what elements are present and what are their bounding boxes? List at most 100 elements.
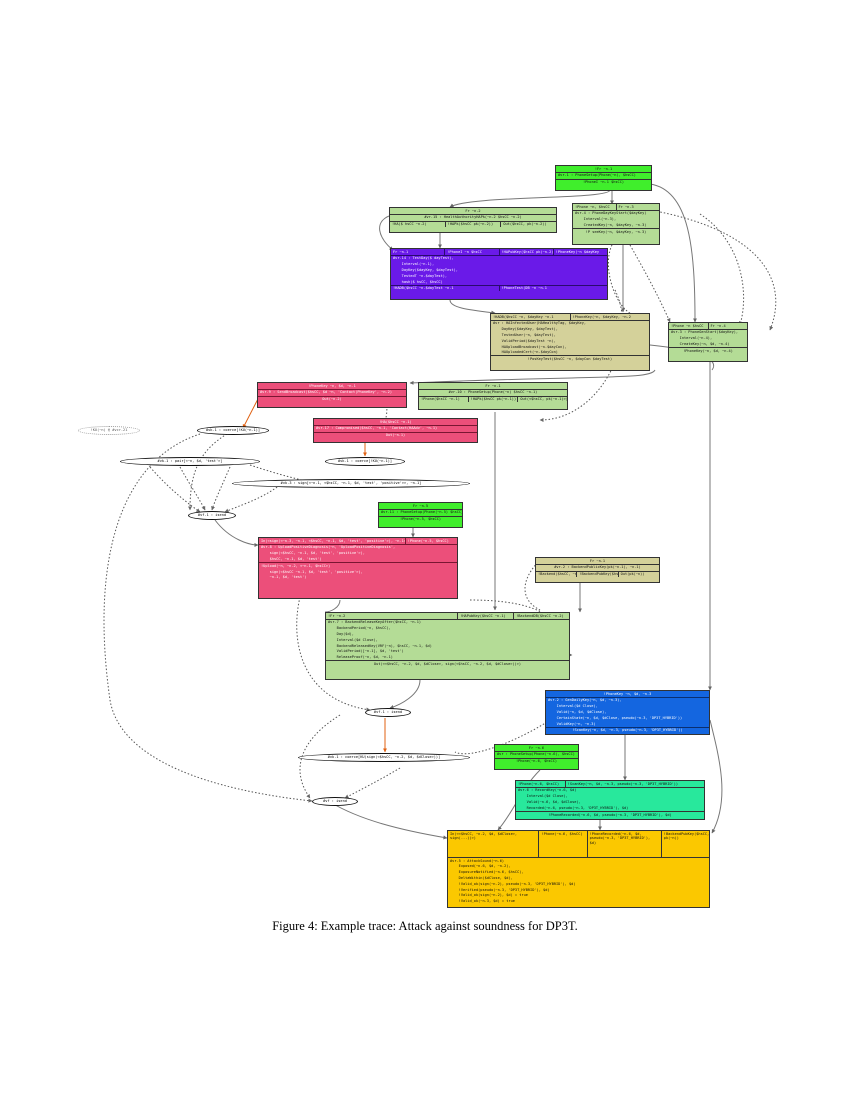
node-row: #vr.11 : PhoneSetup(Phone(~n.5) $hsCC) [379,510,462,517]
edge [179,466,206,511]
node-row: !PosKeyTest($hsCC ~n, $dayCon $dayTest) [527,357,613,362]
node-row: !PhoneKey(~n, $d, ~n.4) [683,348,733,353]
intruder-send-node: #vf.1 : isend [365,708,411,717]
node-row: Fr ~n.1 [419,383,567,390]
node-row: Interval(~n.3), [575,217,617,222]
node-cell: !BackendPubKey($hsCC, pk(~n)) [663,831,709,841]
node-row: !PhoneRecorded(~n.6, $d, pseudo(~n.3, 'D… [548,812,672,817]
node-row: !Phone(~n.5, $hsCC) [399,517,442,522]
rule-node-compromised: !HA($hsCC ~n.1) #vr.17 : Compromised($hs… [313,418,478,443]
node-row: Interval(~n.1), [393,262,435,267]
edge [149,466,201,513]
node-row: #vr.8 : UploadPositiveDiagnosis(~n, 'Upl… [261,545,396,550]
rule-node-health-authority: Fr ~n.2 #vr.15 : HealthAuthorityHAPk(~n.… [389,207,557,233]
intruder-node: #vk.1 : coerce[!KU(~n.1)] [325,457,405,466]
node-row: !Upload(~n, ~n.2, <~n.1, $hsCC>) [261,563,331,568]
rule-node-send-broadcast: !PhoneKey ~n, $d, ~n.1 #vr.9 : SendBroad… [257,382,407,408]
edge [389,679,421,709]
node-row: Recorded(~n.6, pseudo(~n.3, 'DP3T_HYBRID… [518,805,629,810]
node-cell: !PhoneRecorded(~n.6, $d, pseudo(~n.3, 'D… [588,831,662,857]
node-cell: !Phone ~n, $hsCC [573,204,617,210]
rule-node-phone-setup-4: Fr ~n.6 #vr : PhoneSetup(Phone(~n.6), $h… [494,744,579,770]
node-cell: !PhoneKey(~n, $dayKey, ~n.2 [572,314,631,319]
edge [296,596,371,712]
node-cell: !HAPubKey($hsCC ~n.1) [458,613,515,619]
node-row: Valid(~n, $d, $dClose), [548,709,607,714]
node-row: #vr.14 : TestDay($ dayTest), [393,256,454,261]
rule-node-attack-sound: In(<<$hsCC, ~n.2, $d, $dClose>, sign(...… [447,830,710,908]
node-row: ValidKey(~n, ~n.3) [548,721,596,726]
node-row: $hsCC, ~n.1, $d, 'test') [261,556,322,561]
edge [699,213,745,326]
node-row: !Valid_ok(sign(~n.2), pseudo(~n.3, 'DP3T… [450,881,576,886]
node-row: Valid(~n.6, $d, $dClose), [518,799,581,804]
node-row: #vr.2 : GenDailyKey(~n, $d, ~n.3), [548,698,622,703]
node-row: ~n.1, $d, 'test') [261,575,307,580]
node-row: !ScanKey(~n, $d, ~n.3, pseudo(~n.3, 'DP3… [572,728,683,733]
edge [103,433,313,803]
node-row: #vr.4 : PhoneDayKeyStart($dayKey) [575,211,647,216]
node-row: !HA($hsCC ~n.1) [314,419,477,426]
knowledge-node: !KU(~n) @ #vcr.21 [78,426,140,435]
figure-caption: Figure 4: Example trace: Attack against … [272,919,578,933]
node-cell: !HADB($hsCC ~n, $dayKey ~n.1 [491,314,571,320]
rule-node-upload-diagnosis: In(<sign(<~n.3, ~n.1, <$hsCC, ~n.1, $d, … [258,537,458,599]
node-cell: !Backend($hsCC, ~n) [538,571,578,578]
node-row: #vr : HAInfectedUser(HAHealthyTag, $dayK… [493,321,587,326]
node-row: !Phone(~n.6, $hsCC) [515,759,558,764]
node-cell: Fr ~n.1 [391,249,446,255]
edge [709,719,723,834]
node-cell: !Phone(~n.5, $hsCC) [407,538,449,543]
node-row: CreatedKey(~n, $dayKey, ~n.3) [573,222,659,230]
edge [649,209,777,331]
node-row: Fr ~n.2 [390,208,556,215]
node-row: !Fr ~n.1 [556,166,651,173]
edge [449,189,611,208]
node-row: TestedT ~n.$dayTest), [393,273,448,278]
node-row: hash($ hsCC, $hsCC) [393,279,443,284]
node-cell: !Phone(~n.6, $hsCC) [539,831,588,857]
node-cell: !Phone($hsCC ~n.1) [419,396,469,403]
edge [629,244,671,323]
node-row: Interval($d Close), [548,704,598,709]
node-row: #vr.17 : Compromised($hsCC, ~n.1, 'Conta… [314,426,477,433]
intruder-node: #vk.3 : sign[<~n.1, <$hsCC, ~n.1, $d, 't… [232,479,470,488]
node-cell: Fr ~n.4 [710,323,726,328]
node-row: #vr.2 : BackendPublicKey(pk(~n.1), ~n.1) [536,565,659,572]
node-cell: !HAPubKey($hsCC pk(~n.2)) [501,249,554,255]
node-row: Fr ~n.5 [379,503,462,510]
edge [211,466,231,511]
node-cell: !Phone ~n $hsCC [669,323,709,329]
rule-node-gen-daily-key: !PhoneKey ~n, $d, ~n.3 #vr.2 : GenDailyK… [545,690,710,735]
node-cell: !Phone(~n.6, $hsCC) [516,781,566,787]
node-row: Interval(~n.4), [671,336,713,341]
edge [214,519,259,547]
node-row: #vr.1 : PhoneSetup(Phone(~n), $hsCC) [556,173,651,180]
node-cell: !HADB($hsCC ~n.$dayTest ~n.1 [391,285,500,292]
node-row: DayKey($dayKey, $dayTest), [493,327,558,332]
node-cell: In(<sign(<~n.3, ~n.1, <$hsCC, ~n.1, $d, … [261,538,406,544]
node-cell: !HAPk($hsCC pk(~n.1)) [469,396,519,403]
node-row: Out(~n.1) [385,433,406,438]
node-row: CreateKey(~n, $d, ~n.4) [669,341,747,349]
node-cell: Out($hsCC, pk(~n.2)) [503,222,547,227]
intruder-send-node: #vf : isend [312,797,358,806]
rule-node-test-day: Fr ~n.1 !PhoneI ~n $hsCC !HAPubKey($hsCC… [390,248,608,300]
node-row: TestedUser(~n, $dayTest), [493,332,556,337]
node-cell: !HA($ hsCC ~n.2) [390,221,446,228]
node-cell: !PhoneKey(~n $dayKey [555,249,600,254]
rule-node-phone-setup-2: Fr ~n.1 #vr.10 : PhoneSetup(Phone(~n) $h… [418,382,568,410]
edge [607,244,641,318]
node-cell: !PhoneTest(DB ~n ~n.1 [501,286,547,291]
node-row: Interval($d Close), [328,637,378,642]
node-row: Fr ~n.6 [495,745,578,752]
node-row: Out(<<$hsCC, ~n.2, $d, $dClose>, sign(<$… [373,661,522,666]
node-row: DayKey($dayKey, $dayTest), [393,267,458,272]
intruder-send-node: #vf.1 : isend [188,511,236,520]
node-cell: Fr ~n.3 [618,204,634,209]
edge [409,369,656,385]
intruder-node: #vk.1 : pair[<~n, $d, 'test'>] [120,457,260,466]
node-cell: !HAPk($hsCC pk(~n.2)) [446,221,502,228]
node-row: !Valid_ok(sign(~n.2), $d) = true [450,893,528,898]
rule-node-phone-daykey: !Phone ~n, $hsCC Fr ~n.3 #vr.4 : PhoneDa… [572,203,660,245]
